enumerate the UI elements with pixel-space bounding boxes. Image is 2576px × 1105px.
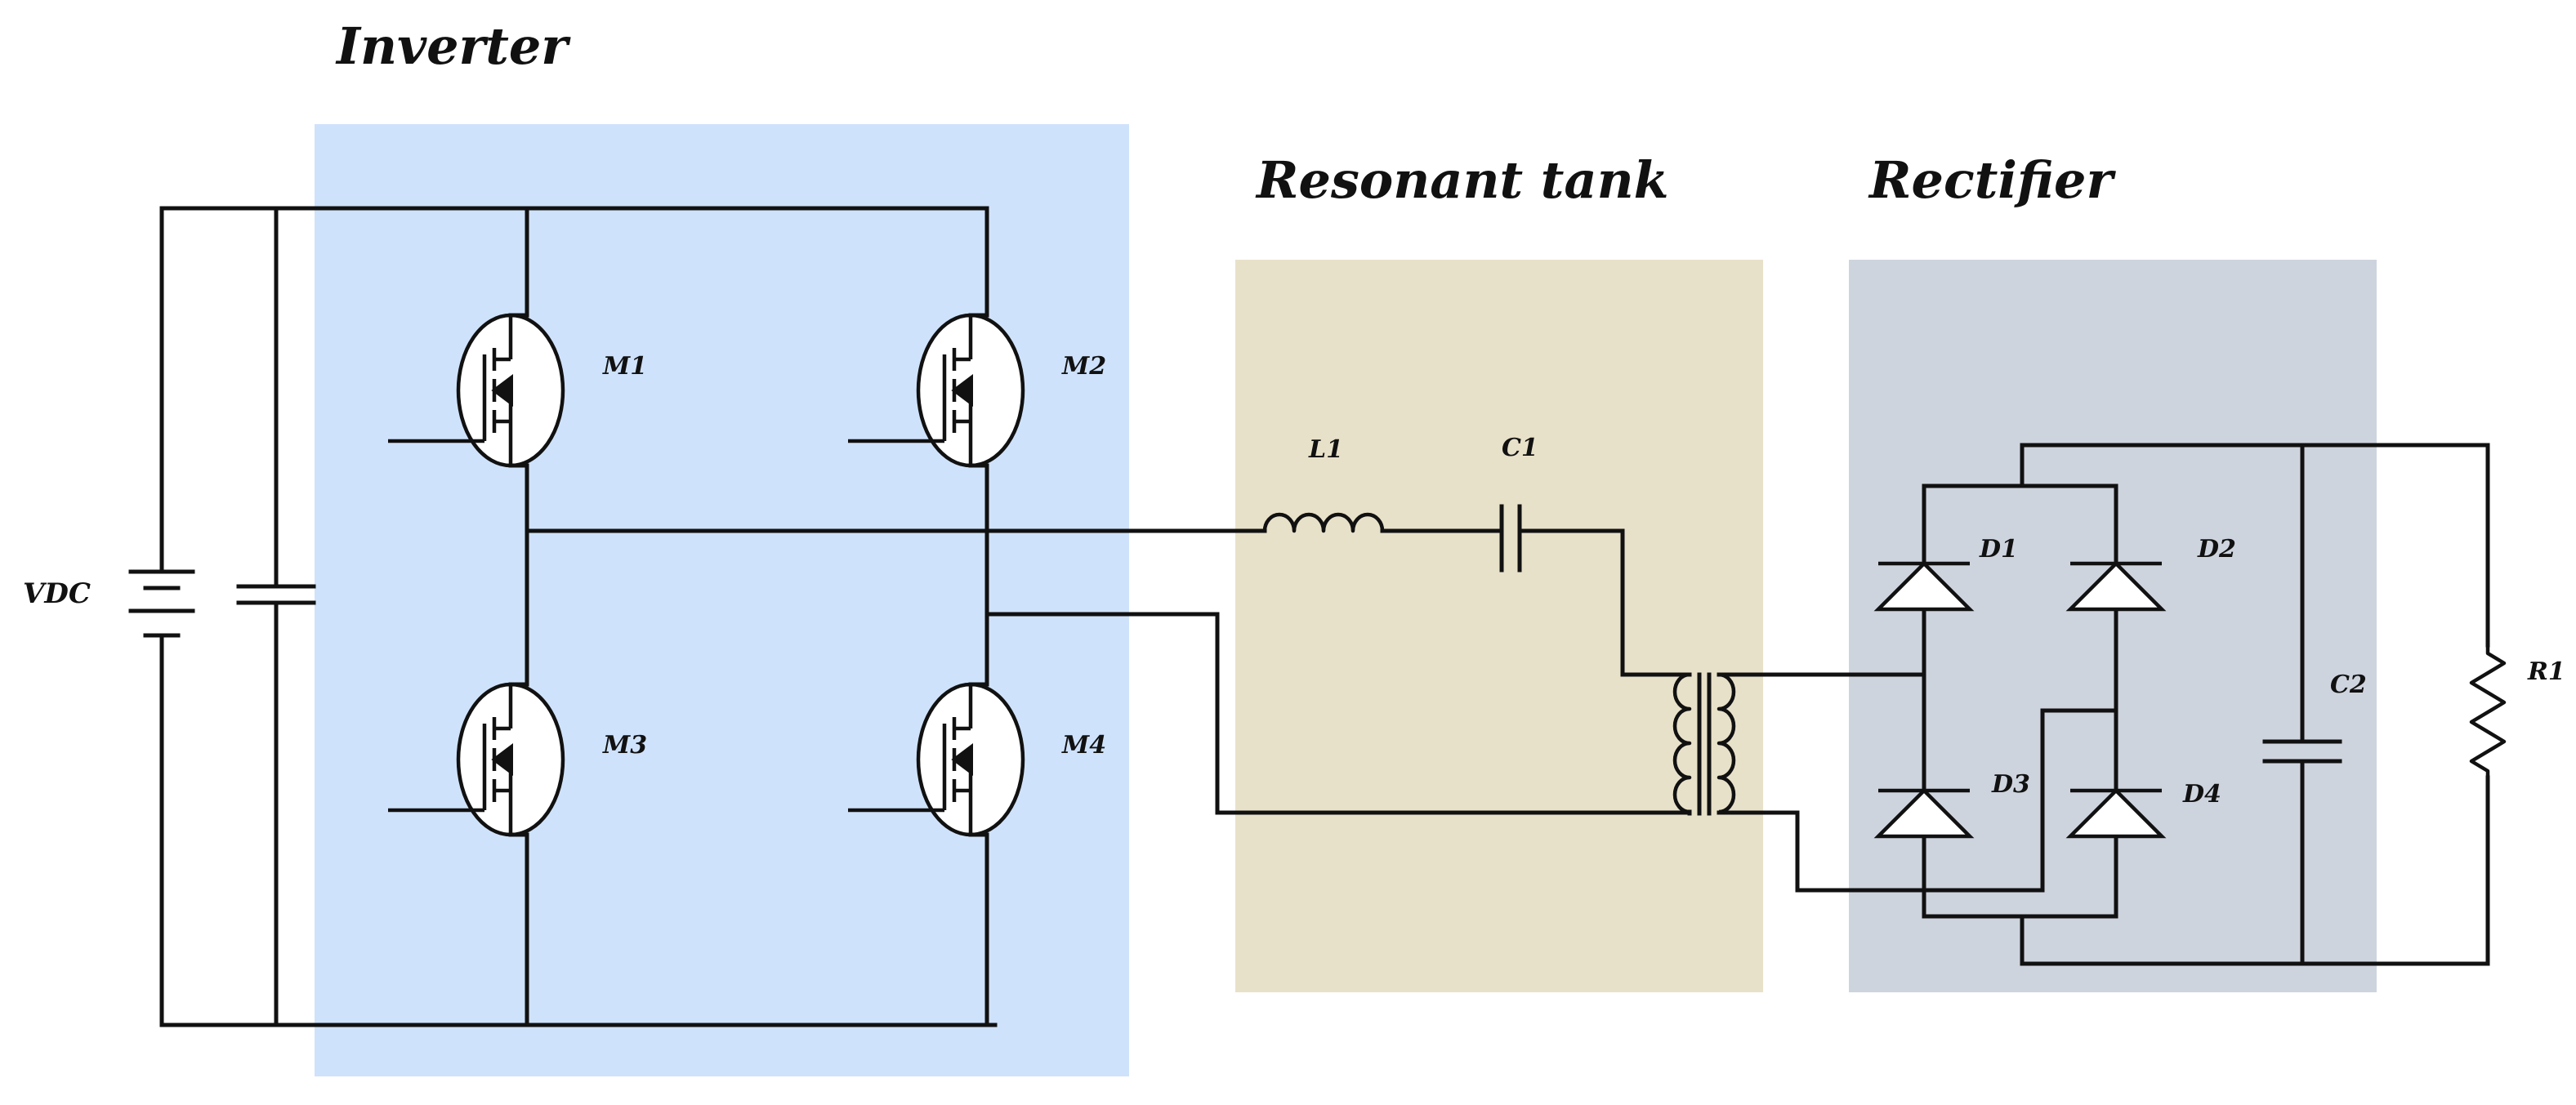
capacitor-c1 [1499,504,1522,573]
d3-label: D3 [1991,770,2030,799]
inverter-wiring [159,206,1692,1027]
r1-label: R1 [2527,657,2565,686]
d4-label: D4 [2182,780,2221,809]
rectifier-panel [1849,260,2377,992]
l1-label: L1 [1308,435,1343,464]
m1-label: M1 [602,352,647,381]
battery-vdc [128,569,195,638]
capacitor-c2 [2262,739,2342,764]
resonant-tank-panel [1235,260,1763,992]
d2-label: D2 [2197,535,2236,564]
resonant-tank-title: Resonant tank [1255,150,1669,210]
input-capacitor [236,584,316,605]
d1-label: D1 [1979,535,2018,564]
vdc-label: VDC [23,577,91,610]
rectifier-title: Rectifier [1868,150,2116,210]
inductor-l1 [1262,512,1385,533]
m2-label: M2 [1061,352,1106,381]
c2-label: C2 [2330,671,2367,699]
m4-label: M4 [1061,731,1106,760]
c1-to-transformer-wire [1517,528,1692,677]
c1-label: C1 [1502,434,1538,462]
inverter-title: Inverter [335,16,571,76]
resistor-r1 [2469,645,2507,778]
m3-label: M3 [602,731,647,760]
transformer [1672,672,1736,816]
inverter-panel [315,124,1129,1076]
rectifier-wiring [1717,443,2490,966]
mosfet-leg-joins [508,313,989,837]
